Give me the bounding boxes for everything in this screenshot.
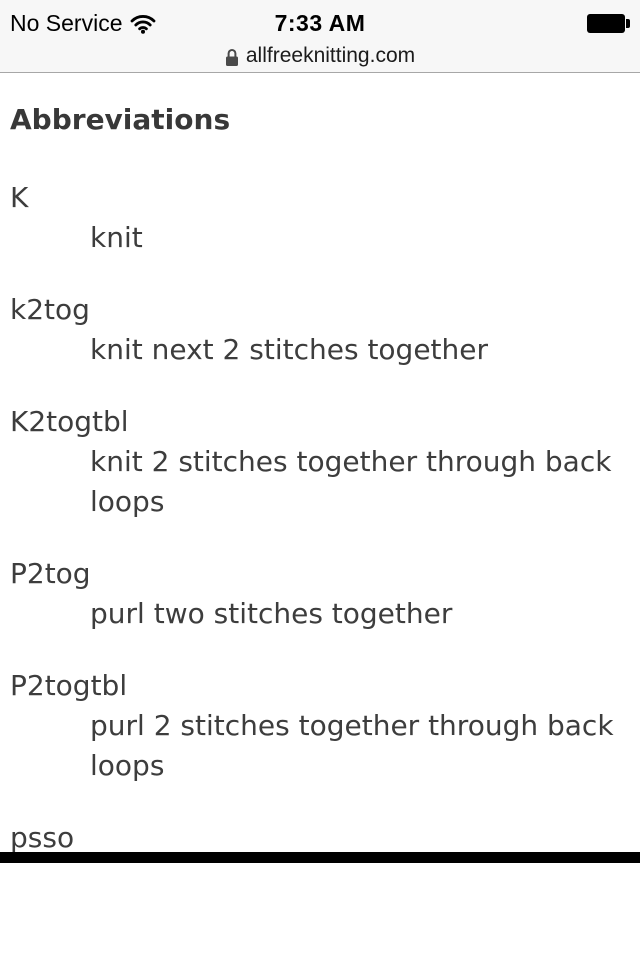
abbreviation-term: K2togtbl: [10, 405, 129, 438]
abbreviation-term: K: [10, 181, 29, 214]
abbreviation-definition: knit next 2 stitches together: [90, 333, 489, 366]
battery-tip: [626, 18, 630, 28]
carrier-label: No Service: [10, 9, 123, 36]
url-bar[interactable]: allfreeknitting.com: [0, 40, 640, 72]
battery-body: [587, 13, 625, 33]
abbreviation-term: P2togtbl: [10, 669, 128, 702]
url-text: allfreeknitting.com: [245, 44, 416, 67]
abbreviation-entry: P2togtbl purl 2 stitches together throug…: [10, 666, 628, 786]
abbreviation-list: K knit k2tog knit next 2 stitches togeth…: [10, 178, 628, 858]
abbreviation-entry: K knit: [10, 178, 628, 258]
abbreviation-entry: psso: [10, 818, 628, 858]
clock-label: 7:33 AM: [274, 9, 366, 36]
abbreviation-definition: knit: [90, 221, 143, 254]
abbreviation-definition: purl two stitches together: [90, 597, 453, 630]
abbreviation-entry: k2tog knit next 2 stitches together: [10, 290, 628, 370]
status-right: [450, 13, 630, 33]
page-content: Abbreviations K knit k2tog knit next 2 s…: [0, 100, 640, 858]
abbreviation-term: psso: [10, 821, 75, 854]
abbreviation-term: k2tog: [10, 293, 90, 326]
page-divider: [0, 852, 640, 863]
abbreviation-term: P2tog: [10, 557, 91, 590]
abbreviation-entry: P2tog purl two stitches together: [10, 554, 628, 634]
abbreviation-entry: K2togtbl knit 2 stitches together throug…: [10, 402, 628, 522]
abbreviation-definition: purl 2 stitches together through back lo…: [90, 709, 614, 782]
browser-chrome: No Service 7:33 AM a: [0, 0, 640, 73]
lock-icon: [225, 48, 239, 67]
page-title: Abbreviations: [10, 103, 231, 136]
wifi-icon: [130, 14, 156, 34]
battery-icon: [587, 13, 630, 33]
abbreviation-definition: knit 2 stitches together through back lo…: [90, 445, 612, 518]
status-bar: No Service 7:33 AM: [0, 0, 640, 40]
status-left: No Service: [10, 10, 190, 37]
